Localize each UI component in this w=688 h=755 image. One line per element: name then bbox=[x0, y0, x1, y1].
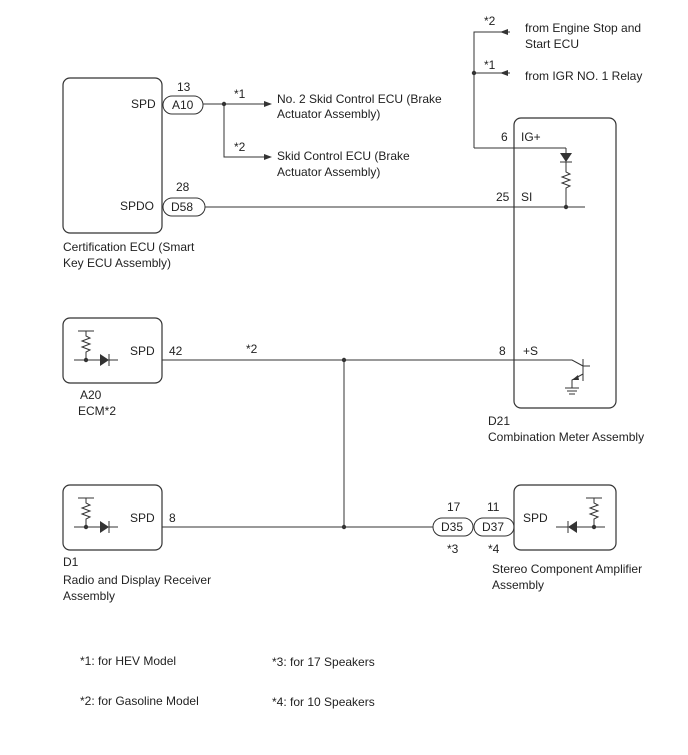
skid2-dest-line2: Actuator Assembly) bbox=[277, 107, 380, 121]
footnote-2: *2: for Gasoline Model bbox=[80, 694, 199, 708]
meter-resistor-icon bbox=[560, 162, 572, 207]
meter-s-pin-label: +S bbox=[523, 344, 538, 358]
arrow-skid2-icon bbox=[264, 101, 272, 107]
power-src2-line1: from Engine Stop and bbox=[525, 21, 641, 35]
cert-ecu-caption-1: Certification ECU (Smart bbox=[63, 240, 195, 254]
branch-note-1: *1 bbox=[234, 87, 246, 101]
amp-diode-icon bbox=[568, 521, 577, 533]
radio-caption-2: Assembly bbox=[63, 589, 115, 603]
radio-pin-number: 8 bbox=[169, 511, 176, 525]
cert-spdo-pin-label: SPDO bbox=[120, 199, 154, 213]
amp-caption-1: Stereo Component Amplifier bbox=[492, 562, 642, 576]
footnote-4: *4: for 10 Speakers bbox=[272, 695, 375, 709]
radio-caption-1: Radio and Display Receiver bbox=[63, 573, 211, 587]
amp-resistor-icon bbox=[586, 497, 602, 527]
arrow-igr-icon bbox=[500, 70, 508, 76]
d35-note: *3 bbox=[447, 542, 459, 556]
footnote-1: *1: for HEV Model bbox=[80, 654, 176, 668]
ecm-resistor-icon bbox=[78, 330, 94, 360]
skid2-dest-line1: No. 2 Skid Control ECU (Brake bbox=[277, 92, 442, 106]
ecm-diode-bar bbox=[108, 354, 118, 366]
junction-bus-bottom bbox=[341, 524, 347, 530]
arrow-engine-stop-icon bbox=[500, 29, 508, 35]
radio-resistor-icon bbox=[78, 497, 94, 527]
ecm-pin-label: SPD bbox=[130, 344, 155, 358]
ecm-box bbox=[62, 317, 163, 384]
meter-transistor-arrow-icon bbox=[572, 375, 579, 380]
connector-d37-label: D37 bbox=[482, 520, 504, 534]
ecm-connector-id: A20 bbox=[80, 388, 102, 402]
skid-dest-line1: Skid Control ECU (Brake bbox=[277, 149, 410, 163]
d37-note: *4 bbox=[488, 542, 500, 556]
meter-si-pin-number: 25 bbox=[496, 190, 510, 204]
junction-power bbox=[471, 70, 477, 76]
junction-si bbox=[563, 204, 569, 210]
ecm-pin-number: 42 bbox=[169, 344, 183, 358]
radio-connector-id: D1 bbox=[63, 555, 79, 569]
connector-d35-label: D35 bbox=[441, 520, 463, 534]
amp-pin-label: SPD bbox=[523, 511, 548, 525]
connector-d35 bbox=[432, 517, 474, 537]
ecm-wire-note: *2 bbox=[246, 342, 258, 356]
arrow-skid-icon bbox=[264, 154, 272, 160]
junction-a10 bbox=[221, 101, 227, 107]
meter-ig-pin-label: IG+ bbox=[521, 130, 541, 144]
radio-diode-icon bbox=[100, 521, 109, 533]
wire-engine-stop-ecu bbox=[473, 31, 510, 148]
radio-receiver-box bbox=[62, 484, 163, 551]
d35-pin-number: 17 bbox=[447, 500, 461, 514]
cert-spdo-pin-number: 28 bbox=[176, 180, 190, 194]
meter-ground-icon bbox=[565, 387, 579, 395]
power-src1: from IGR NO. 1 Relay bbox=[525, 69, 642, 83]
meter-transistor-collector bbox=[560, 359, 584, 367]
power-note-1: *1 bbox=[484, 58, 496, 72]
connector-a10 bbox=[162, 95, 204, 115]
power-note-2: *2 bbox=[484, 14, 496, 28]
combination-meter-box bbox=[513, 117, 617, 409]
meter-si-pin-label: SI bbox=[521, 190, 532, 204]
meter-s-pin-number: 8 bbox=[499, 344, 506, 358]
cert-spd-pin-label: SPD bbox=[131, 97, 156, 111]
skid-dest-line2: Actuator Assembly) bbox=[277, 165, 380, 179]
power-src2-line2: Start ECU bbox=[525, 37, 579, 51]
stereo-amplifier-box bbox=[513, 484, 617, 551]
meter-diode-icon bbox=[560, 153, 572, 162]
connector-d58-label: D58 bbox=[171, 200, 193, 214]
certification-ecu-box bbox=[62, 77, 163, 234]
cert-spd-pin-number: 13 bbox=[177, 80, 191, 94]
meter-connector-id: D21 bbox=[488, 414, 510, 428]
amp-caption-2: Assembly bbox=[492, 578, 544, 592]
meter-caption: Combination Meter Assembly bbox=[488, 430, 644, 444]
d37-pin-number: 11 bbox=[487, 500, 500, 514]
meter-ig-pin-number: 6 bbox=[501, 130, 508, 144]
branch-note-2: *2 bbox=[234, 140, 246, 154]
radio-pin-label: SPD bbox=[130, 511, 155, 525]
ecm-diode-icon bbox=[100, 354, 109, 366]
connector-a10-label: A10 bbox=[172, 98, 194, 112]
footnote-3: *3: for 17 Speakers bbox=[272, 655, 375, 669]
ecm-caption: ECM*2 bbox=[78, 404, 116, 418]
wire-a10-to-skid bbox=[223, 104, 268, 158]
cert-ecu-caption-2: Key ECU Assembly) bbox=[63, 256, 171, 270]
radio-diode-bar bbox=[108, 521, 118, 533]
